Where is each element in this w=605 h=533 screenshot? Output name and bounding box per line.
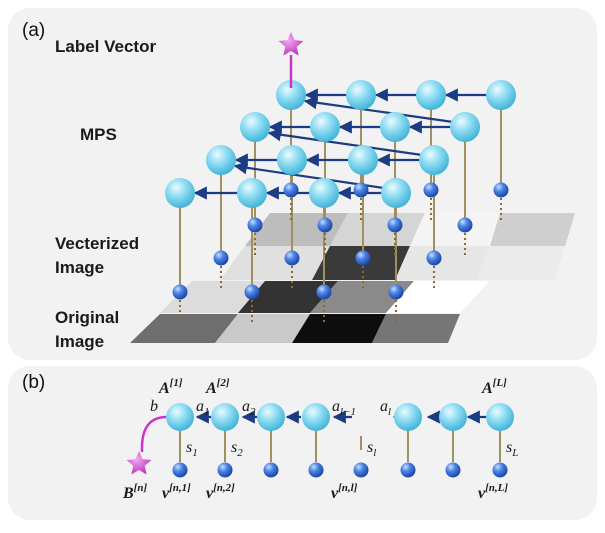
pixel — [386, 281, 490, 313]
label-vector-star-icon — [278, 32, 304, 56]
bond-label-al-minus-1: al−1 — [332, 398, 356, 418]
vector-node — [353, 462, 369, 478]
mps-tensor-node — [276, 80, 306, 110]
vector-label-B: B[n] — [122, 482, 147, 502]
pixel — [490, 213, 575, 246]
pixel — [395, 246, 490, 280]
vector-nodes — [172, 182, 509, 300]
mps-tensor-node — [394, 403, 422, 431]
pixel — [410, 213, 500, 246]
vector-node — [316, 284, 332, 300]
mps-tensor-node — [166, 403, 194, 431]
bond-label-a1: a1 — [196, 398, 210, 418]
mps-tensor-node — [277, 145, 307, 175]
bond-arrow — [267, 128, 423, 157]
original-image-grid — [130, 281, 490, 343]
vector-node — [263, 462, 279, 478]
mps-tensor-node — [240, 112, 270, 142]
pixel — [372, 314, 460, 343]
pixel — [476, 246, 565, 280]
vector-label-v2: v[n,2] — [206, 482, 235, 502]
mps-tensor-node — [380, 112, 410, 142]
vector-node — [353, 182, 369, 198]
pixel — [130, 314, 238, 343]
tensor-label-A2: A[2] — [205, 377, 230, 397]
panel-b-background — [8, 366, 597, 520]
pixel — [238, 281, 338, 313]
mps-tensor-node — [419, 145, 449, 175]
vector-node — [400, 462, 416, 478]
label-vector-star-icon — [126, 451, 152, 475]
mps-tensor-node — [439, 403, 467, 431]
vector-node — [457, 217, 473, 233]
mps-tensor-node — [257, 403, 285, 431]
vector-node — [388, 284, 404, 300]
vector-node — [426, 250, 442, 266]
vector-node — [172, 284, 188, 300]
mps-tensor-node — [346, 80, 376, 110]
panel-b-label: (b) — [22, 372, 45, 393]
mps-tensor-node — [450, 112, 480, 142]
vector-node — [387, 217, 403, 233]
bond-arrow — [303, 96, 454, 124]
tensor-label-A1: A[1] — [158, 377, 183, 397]
original-text-line1: Original — [55, 308, 119, 327]
phys-label-sl: sl — [367, 439, 376, 459]
vector-node — [244, 284, 260, 300]
mps-tensor-node — [309, 178, 339, 208]
panel-a-label: (a) — [22, 20, 45, 41]
vector-node — [172, 462, 188, 478]
mps-tensor-node — [165, 178, 195, 208]
vectorized-text-line2: Image — [55, 258, 104, 277]
vector-node — [217, 462, 233, 478]
pixel — [215, 314, 310, 343]
vector-node — [213, 250, 229, 266]
mps-tensor-node — [348, 145, 378, 175]
pixel — [220, 246, 330, 280]
mps-tensor-node — [381, 178, 411, 208]
bond-label-a2: a2 — [242, 398, 256, 418]
vector-label-vL: v[n,L] — [478, 482, 508, 502]
mps-text: MPS — [80, 125, 117, 144]
pixel-links — [179, 198, 502, 324]
vector-node — [423, 182, 439, 198]
mps-tensor-node — [237, 178, 267, 208]
vector-node — [355, 250, 371, 266]
vectorized-text-line1: Vecterized — [55, 234, 139, 253]
mps-tensor-node — [302, 403, 330, 431]
pixel — [292, 314, 386, 343]
mps-tensor-node — [310, 112, 340, 142]
vector-node — [308, 462, 324, 478]
vector-node — [492, 462, 508, 478]
mps-tensor-node — [206, 145, 236, 175]
mps-tensor-node — [486, 403, 514, 431]
mps-bonds — [193, 88, 487, 200]
vector-node — [317, 217, 333, 233]
vector-node — [493, 182, 509, 198]
mps-tensor-node — [486, 80, 516, 110]
bond-label-al: al — [380, 398, 391, 418]
phys-label-sL: sL — [506, 439, 518, 459]
bond-label-b: b — [150, 398, 158, 415]
original-text-line2: Image — [55, 332, 104, 351]
phys-label-s1: s1 — [186, 439, 198, 459]
vector-label-v1: v[n,1] — [162, 482, 191, 502]
phys-label-s2: s2 — [231, 439, 243, 459]
label-leg — [140, 415, 168, 452]
pixel — [310, 281, 414, 313]
mps-tensor-node — [416, 80, 446, 110]
vector-node — [247, 217, 263, 233]
vector-node — [283, 182, 299, 198]
tensor-label-AL: A[L] — [481, 377, 507, 397]
vector-node — [284, 250, 300, 266]
panel-b-labels: A[1] A[2] A[L] b a1 a2 al−1 al s1 s2 sl … — [122, 377, 518, 502]
vector-node — [445, 462, 461, 478]
mps-tensor-node — [211, 403, 239, 431]
mps-tensor-nodes — [165, 80, 516, 208]
label-vector-text: Label Vector — [55, 37, 156, 56]
panel-b-chain — [126, 403, 514, 478]
vector-label-vl: v[n,l] — [331, 482, 358, 502]
